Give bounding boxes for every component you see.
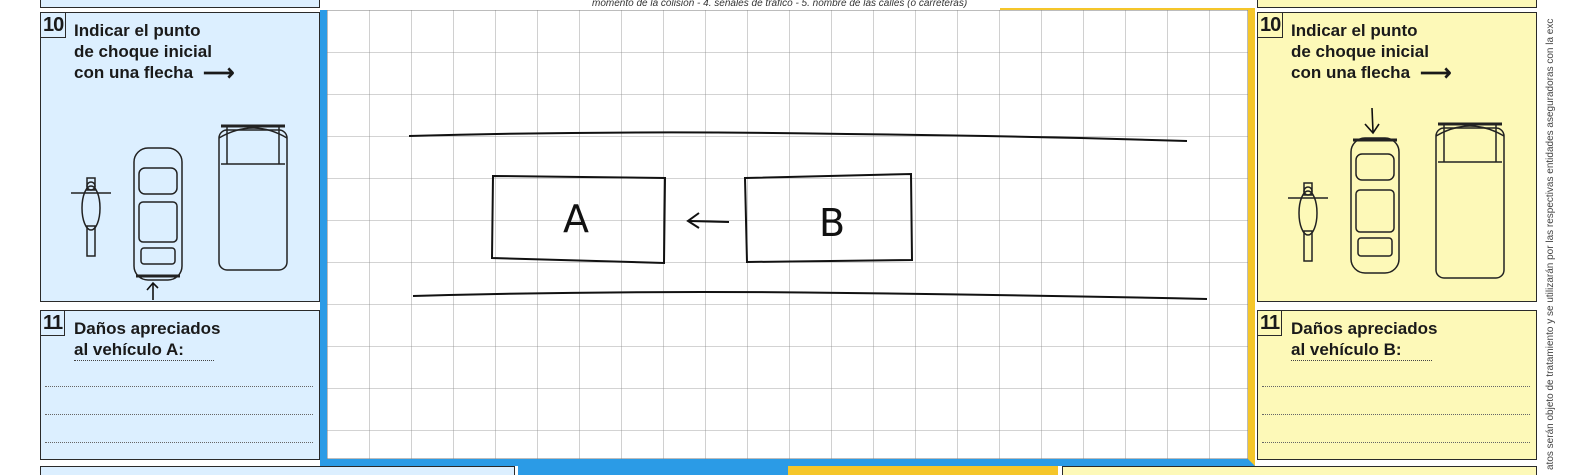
vehicle-a-damage-section: 11 Daños apreciados al vehículo A: [40,310,320,460]
damage-entry-line[interactable] [1262,414,1530,415]
car-icon [1350,137,1400,274]
damage-label-line-1: Daños apreciados [74,319,221,338]
impact-label-line-1: Indicar el punto [74,21,201,40]
vehicle-b-sketch [743,172,914,264]
damage-entry-line[interactable] [1262,442,1530,443]
truck-icon [1435,122,1505,279]
section-number: 10 [41,13,67,38]
section-number: 11 [41,311,66,336]
damage-entry-line[interactable] [45,414,313,415]
accident-sketch-area[interactable]: A B [320,10,1255,466]
damage-label-line-2: al vehículo A: [74,339,214,361]
section-number: 11 [1258,311,1283,336]
arrow-icon: ⟶ [203,60,235,85]
impact-label-line-2: de choque inicial [74,42,212,61]
blue-bottom-bar [518,466,788,475]
vehicle-b-damage-section: 11 Daños apreciados al vehículo B: [1257,310,1537,460]
direction-arrow-icon [686,212,730,229]
damage-label-line-1: Daños apreciados [1291,319,1438,338]
impact-label-line-1: Indicar el punto [1291,21,1418,40]
arrow-icon: ⟶ [1420,60,1452,85]
legal-side-text: atos serán objeto de tratamiento y se ut… [1545,18,1556,470]
section-number: 10 [1258,13,1284,38]
vehicle-a-sketch-label: A [563,197,589,241]
impact-arrow-icon [146,281,159,300]
damage-entry-line[interactable] [1262,386,1530,387]
vehicle-b-sketch-label: B [819,201,845,245]
motorcycle-icon [1288,182,1328,262]
impact-arrow-icon [1364,107,1380,135]
blue-top-strip [40,0,320,8]
vehicle-icons-a[interactable] [41,108,319,303]
road-edge-bottom [412,291,1208,300]
vehicle-a-impact-section: 10 Indicar el punto de choque inicial co… [40,12,320,302]
yellow-top-right-strip [1257,0,1537,8]
impact-label-line-3: con una flecha [1291,63,1411,82]
vehicle-a-sketch [490,174,667,265]
yellow-bottom-bar [788,466,1058,475]
road-edge-top [408,131,1188,142]
damage-entry-line[interactable] [45,386,313,387]
impact-label-line-3: con una flecha [74,63,194,82]
damage-entry-line[interactable] [45,442,313,443]
impact-label-line-2: de choque inicial [1291,42,1429,61]
blue-bottom-strip [40,466,515,475]
car-icon [133,147,183,281]
damage-label-line-2: al vehículo B: [1291,339,1432,361]
yellow-bottom-strip [1062,466,1537,475]
sketch-canvas[interactable]: A B [327,10,1248,459]
motorcycle-icon [71,177,111,257]
vehicle-b-impact-section: 10 Indicar el punto de choque inicial co… [1257,12,1537,302]
vehicle-icons-b[interactable] [1258,98,1536,298]
truck-icon [218,124,288,271]
sketch-instructions-caption: momento de la colisión - 4. señales de t… [592,0,968,9]
